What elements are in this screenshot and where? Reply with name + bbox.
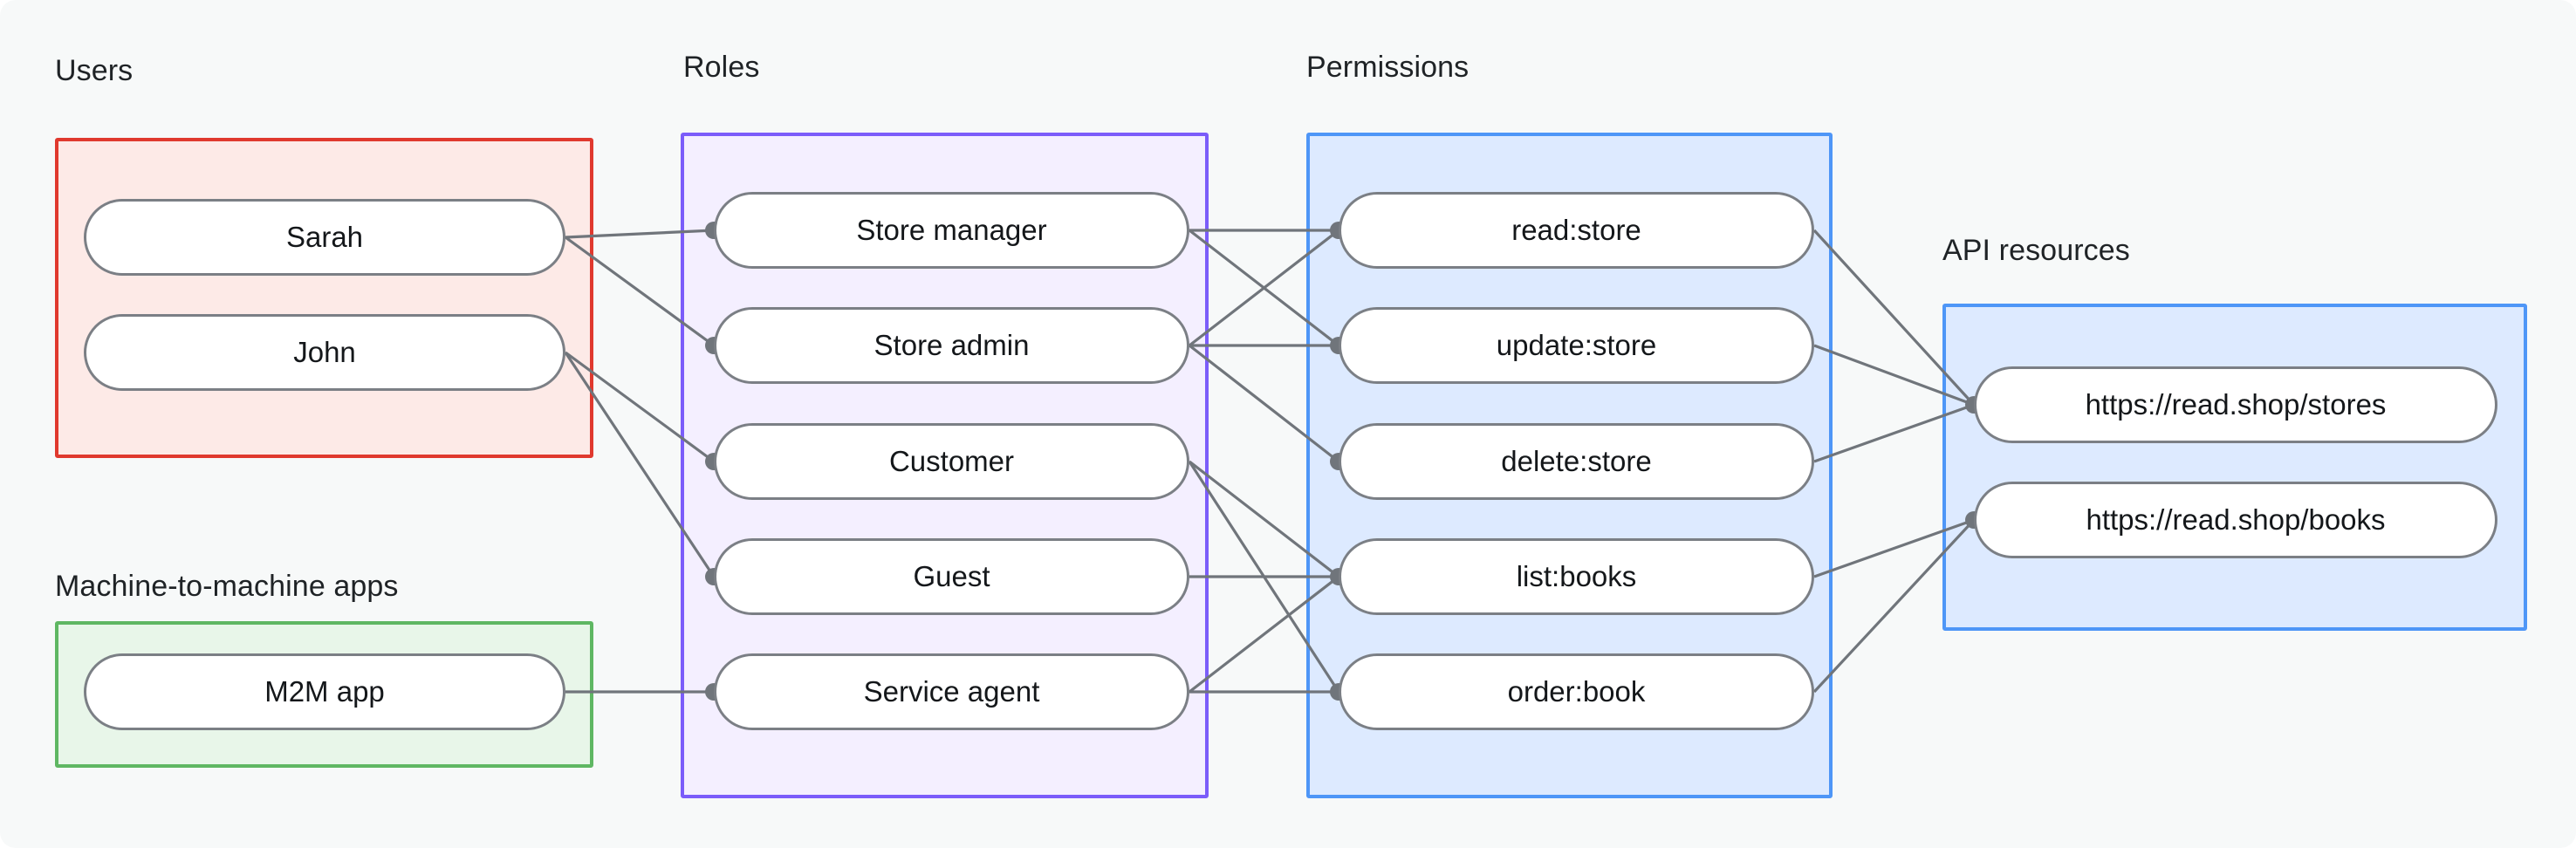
node-res-books[interactable]: https://read.shop/books [1974, 482, 2497, 558]
node-list-books[interactable]: list:books [1339, 538, 1814, 615]
node-delete-store[interactable]: delete:store [1339, 423, 1814, 500]
group-label-users: Users [55, 54, 134, 87]
node-label-update-store: update:store [1496, 329, 1657, 361]
node-label-store-admin: Store admin [874, 329, 1030, 361]
group-label-m2m: Machine-to-machine apps [55, 570, 399, 603]
node-guest[interactable]: Guest [714, 538, 1189, 615]
group-label-permissions: Permissions [1306, 51, 1470, 84]
node-sarah[interactable]: Sarah [84, 199, 565, 276]
node-store-manager[interactable]: Store manager [714, 192, 1189, 269]
node-store-admin[interactable]: Store admin [714, 307, 1189, 384]
node-label-john: John [293, 336, 356, 368]
node-label-customer: Customer [888, 445, 1015, 477]
node-label-res-books: https://read.shop/books [2086, 503, 2386, 536]
node-update-store[interactable]: update:store [1339, 307, 1814, 384]
group-box-users [55, 138, 593, 458]
node-service-agent[interactable]: Service agent [714, 653, 1189, 730]
node-order-book[interactable]: order:book [1339, 653, 1814, 730]
node-label-guest: Guest [913, 560, 990, 592]
node-label-service-agent: Service agent [863, 675, 1040, 708]
node-m2m-app[interactable]: M2M app [84, 653, 565, 730]
group-box-api [1942, 304, 2527, 631]
node-label-order-book: order:book [1507, 675, 1646, 708]
node-label-store-manager: Store manager [856, 214, 1047, 246]
node-label-res-stores: https://read.shop/stores [2085, 388, 2387, 421]
node-label-read-store: read:store [1511, 214, 1641, 246]
node-label-m2m-app: M2M app [264, 675, 385, 708]
node-john[interactable]: John [84, 314, 565, 391]
node-res-stores[interactable]: https://read.shop/stores [1974, 366, 2497, 443]
node-read-store[interactable]: read:store [1339, 192, 1814, 269]
node-customer[interactable]: Customer [714, 423, 1189, 500]
node-label-sarah: Sarah [285, 221, 364, 253]
group-label-roles: Roles [683, 51, 760, 84]
node-label-delete-store: delete:store [1501, 445, 1652, 477]
group-label-api: API resources [1942, 234, 2130, 267]
node-label-list-books: list:books [1516, 560, 1637, 592]
